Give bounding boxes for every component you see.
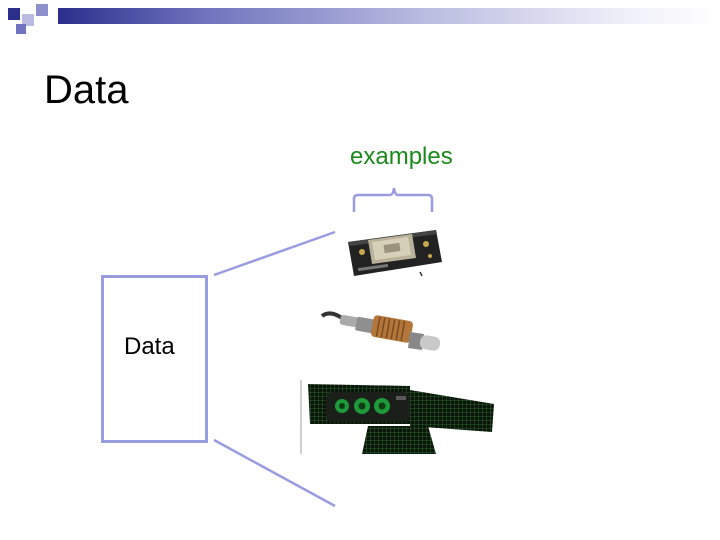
- data-box-label: Data: [124, 333, 175, 361]
- gps-module-icon: [344, 222, 444, 280]
- oxygen-sensor-icon: [320, 304, 444, 360]
- kinect-sensor-icon: [298, 376, 496, 456]
- connector-top: [214, 232, 335, 275]
- examples-brace: [354, 188, 432, 212]
